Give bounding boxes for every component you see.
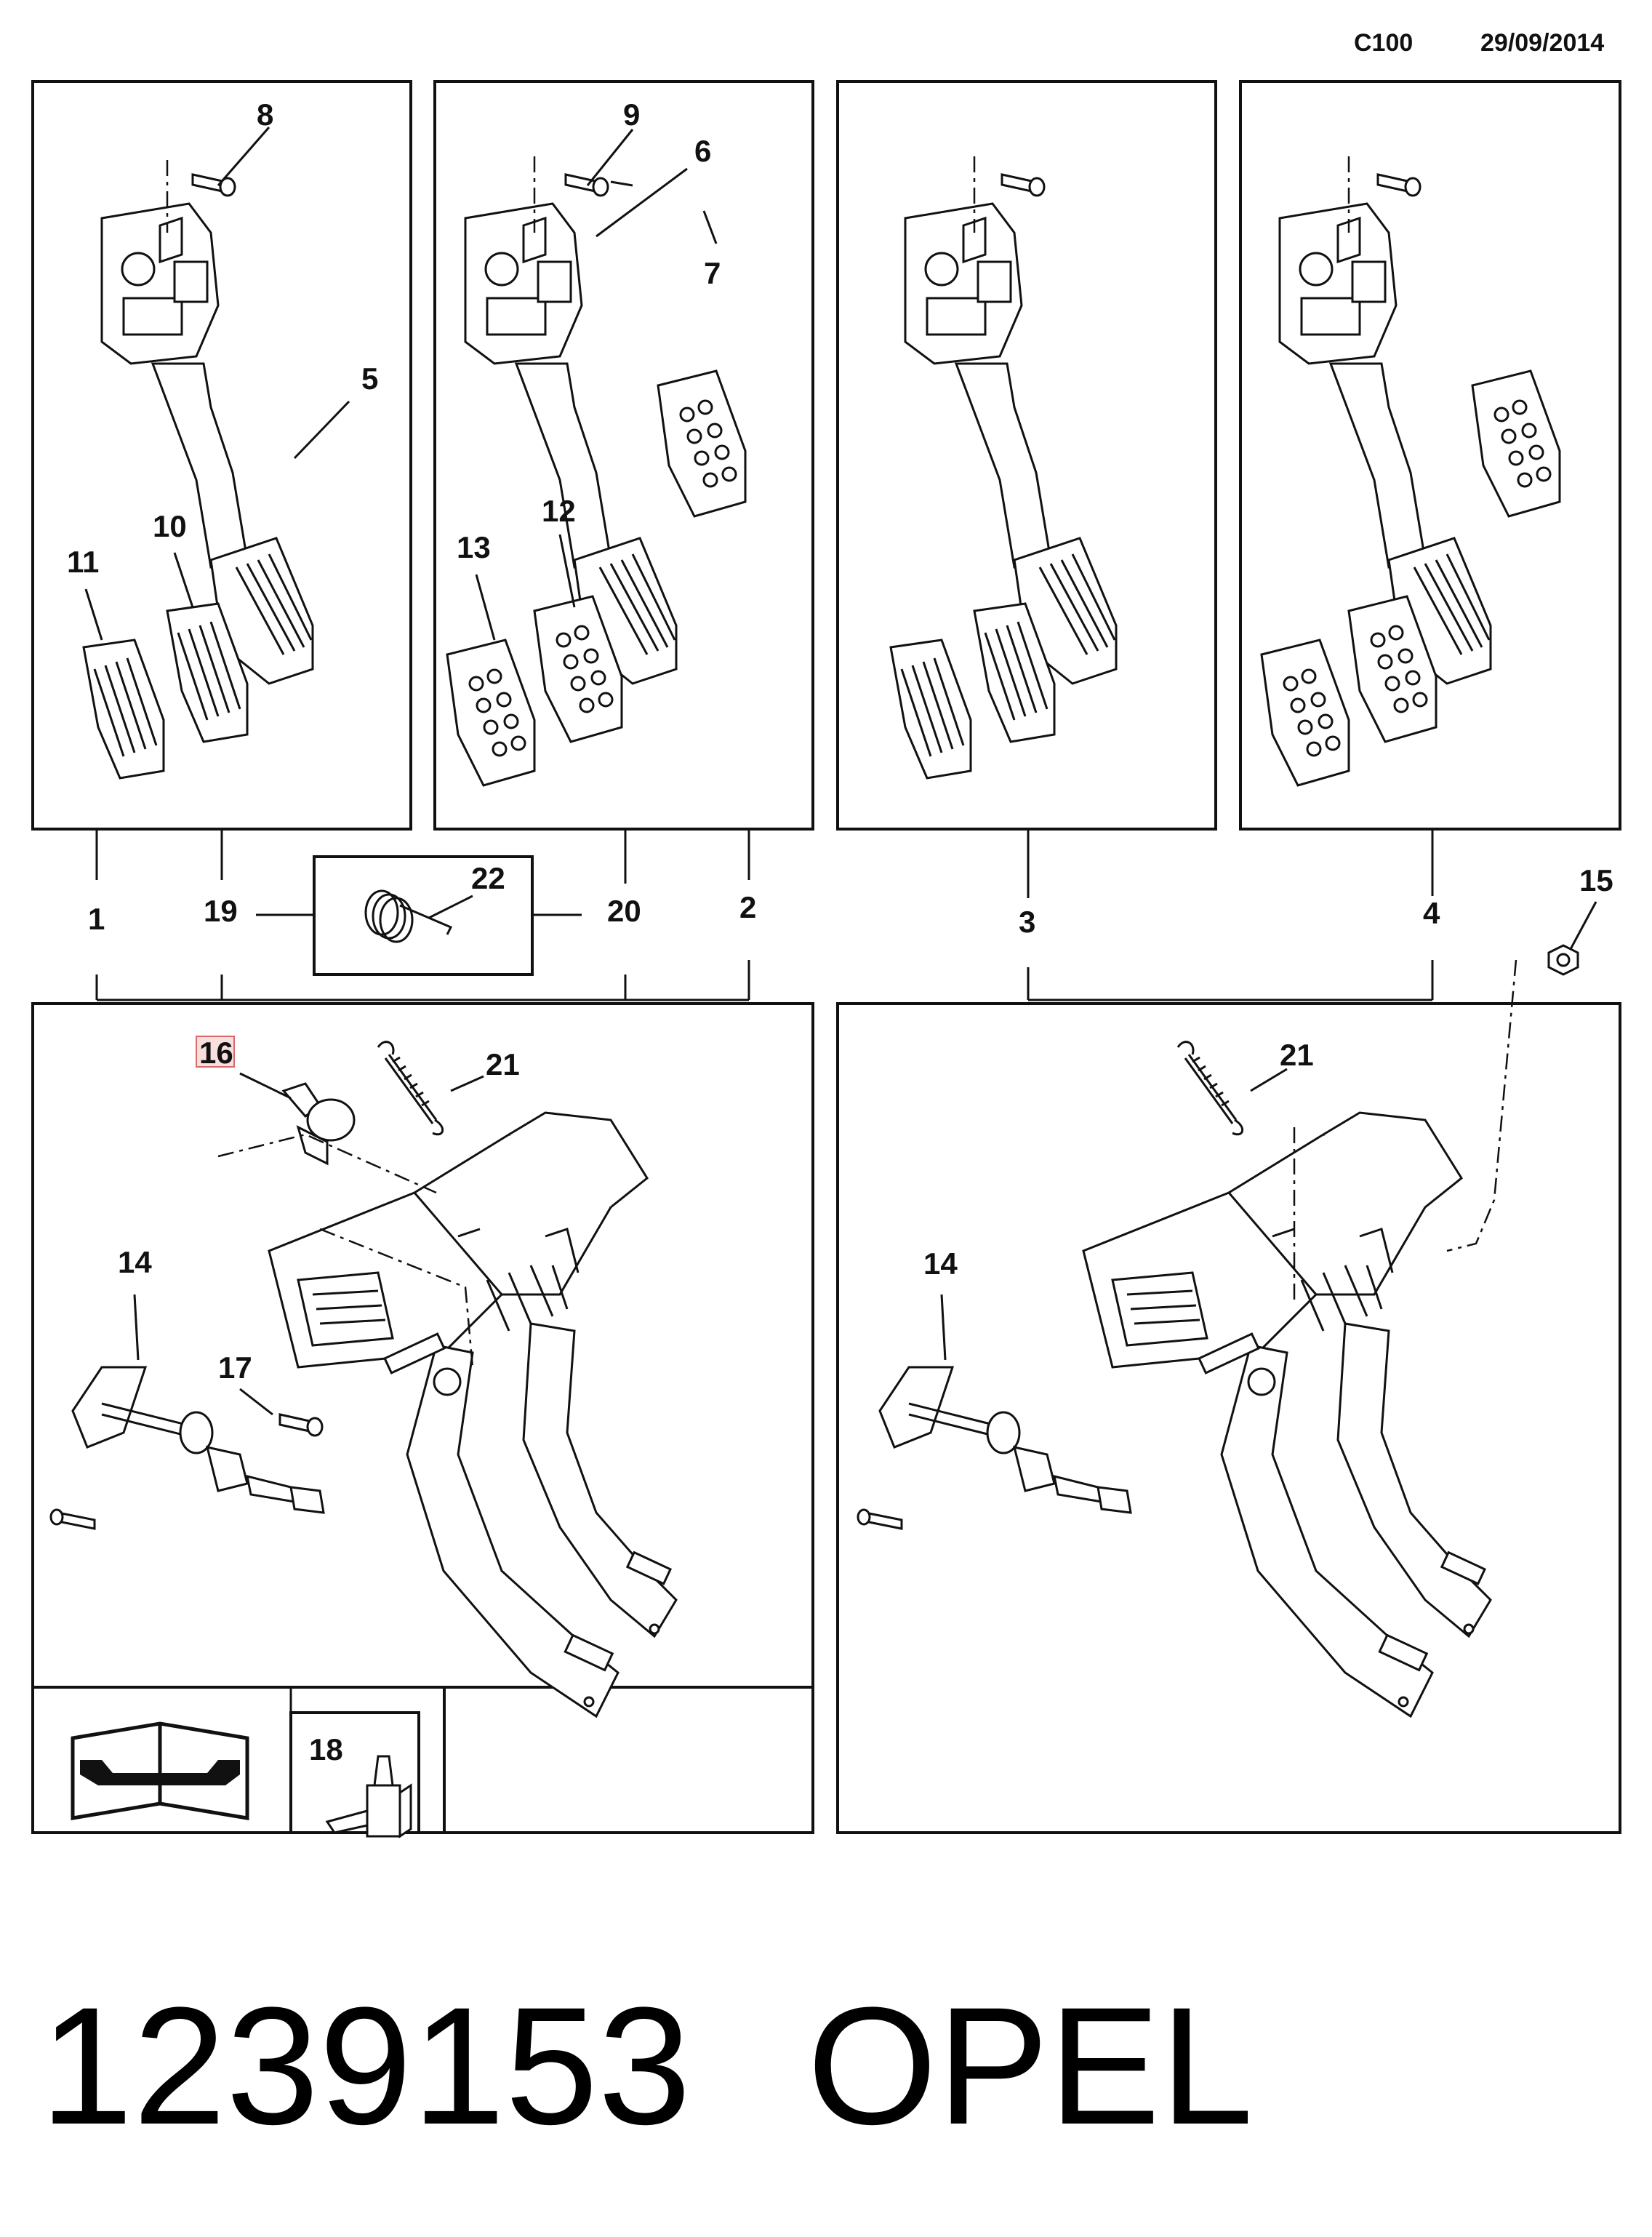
- callout-16-highlight[interactable]: [196, 1036, 235, 1068]
- clutch-switch-14-right: [857, 1366, 1132, 1530]
- callout-1: 1: [88, 902, 105, 936]
- callout-15: 15: [1579, 863, 1613, 897]
- panel-spring-22: [313, 855, 534, 976]
- callout-2: 2: [739, 890, 756, 924]
- callout-21-right: 21: [1280, 1038, 1314, 1072]
- spring-22: [364, 889, 453, 943]
- callout-14-left: 14: [118, 1245, 152, 1279]
- part-number: 1239153: [40, 1972, 691, 2159]
- ribbed-pad-3b: [889, 639, 972, 780]
- callout-3: 3: [1019, 905, 1035, 939]
- holed-pad-7: [657, 369, 747, 518]
- callout-11: 11: [67, 545, 99, 579]
- bolt-9: [564, 173, 609, 197]
- clutch-switch-14-left: [49, 1366, 325, 1530]
- holed-pad-4c: [1260, 639, 1350, 787]
- callout-19: 19: [204, 894, 238, 928]
- brand-name: OPEL: [807, 1972, 1254, 2159]
- callout-8: 8: [257, 97, 273, 132]
- callout-22: 22: [471, 861, 505, 895]
- callout-17: 17: [218, 1350, 252, 1385]
- callout-20: 20: [607, 894, 641, 928]
- spring-21-left: [377, 1041, 444, 1136]
- panel-variant-4: [1239, 80, 1621, 831]
- bolt-3: [1001, 173, 1046, 197]
- bolt-4: [1376, 173, 1422, 197]
- panel-variant-3: [836, 80, 1217, 831]
- callout-6: 6: [694, 134, 711, 168]
- pedal-box-assembly-right: [1082, 1111, 1492, 1718]
- lubricant-bottle-icon: [325, 1755, 412, 1838]
- callout-21-left: 21: [486, 1047, 520, 1081]
- panel-variant-2: [433, 80, 814, 831]
- service-manual-icon: [71, 1721, 249, 1820]
- bolt-17: [278, 1413, 324, 1437]
- header-code: C100: [1354, 29, 1413, 57]
- callout-7: 7: [704, 256, 721, 290]
- holed-pad-4a: [1471, 369, 1561, 518]
- sensor-16: [281, 1082, 356, 1166]
- pedal-box-assembly-left: [268, 1111, 678, 1718]
- callout-12: 12: [542, 494, 576, 528]
- panel-pedal-box-right: [836, 1002, 1621, 1834]
- spring-21-right: [1176, 1041, 1244, 1136]
- nut-15: [1547, 944, 1579, 976]
- ribbed-pad-11: [82, 639, 165, 780]
- callout-14-right: 14: [923, 1246, 958, 1281]
- header-date: 29/09/2014: [1480, 29, 1604, 57]
- panel-lubricant: [289, 1711, 420, 1834]
- holed-pad-13: [446, 639, 536, 787]
- callout-5: 5: [361, 361, 378, 396]
- callout-13: 13: [457, 530, 491, 564]
- callout-16: 16: [199, 1036, 233, 1070]
- callout-4: 4: [1423, 896, 1440, 930]
- callout-18: 18: [309, 1732, 343, 1766]
- bolt-8: [191, 173, 236, 197]
- callout-10: 10: [153, 509, 187, 543]
- callout-9: 9: [623, 97, 640, 132]
